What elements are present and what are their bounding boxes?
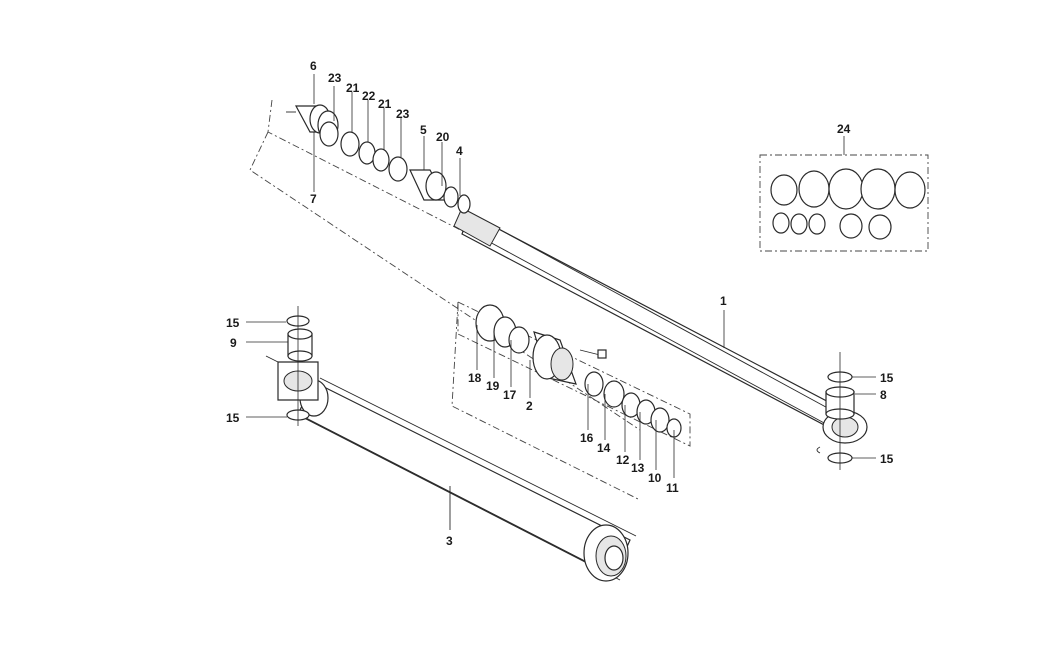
label-8: 8 xyxy=(880,388,887,402)
label-15c: 15 xyxy=(880,371,894,385)
label-21a: 21 xyxy=(346,81,360,95)
label-13: 13 xyxy=(631,461,645,475)
label-19: 19 xyxy=(486,379,500,393)
label-15b: 15 xyxy=(226,411,240,425)
label-20: 20 xyxy=(436,130,450,144)
label-2: 2 xyxy=(526,399,533,413)
label-15a: 15 xyxy=(226,316,240,330)
label-1: 1 xyxy=(720,294,727,308)
label-5: 5 xyxy=(420,123,427,137)
label-16: 16 xyxy=(580,431,594,445)
label-9: 9 xyxy=(230,336,237,350)
label-7: 7 xyxy=(310,192,317,206)
piston-parts xyxy=(475,304,682,438)
rod-seals xyxy=(286,104,471,214)
label-14: 14 xyxy=(597,441,611,455)
label-6: 6 xyxy=(310,59,317,73)
barrel-eye xyxy=(265,306,319,426)
label-24: 24 xyxy=(837,122,851,136)
label-15d: 15 xyxy=(880,452,894,466)
rod-eye xyxy=(816,386,868,454)
label-17: 17 xyxy=(503,388,517,402)
label-18: 18 xyxy=(468,371,482,385)
label-22: 22 xyxy=(362,89,376,103)
label-12: 12 xyxy=(616,453,630,467)
label-23b: 23 xyxy=(396,107,410,121)
piston-kit-outline xyxy=(451,301,691,501)
barrel-head xyxy=(583,524,629,582)
seal-kit-box xyxy=(759,136,929,252)
label-3: 3 xyxy=(446,534,453,548)
piston-leaders xyxy=(476,325,675,478)
label-10: 10 xyxy=(648,471,662,485)
label-21b: 21 xyxy=(378,97,392,111)
rod-seal-kit-outline xyxy=(249,99,641,431)
top-leaders xyxy=(313,74,725,348)
label-23a: 23 xyxy=(328,71,342,85)
label-11: 11 xyxy=(666,481,679,495)
right-leaders xyxy=(852,376,876,459)
rod-eye-washers xyxy=(827,352,853,470)
left-leaders xyxy=(246,321,288,418)
label-4: 4 xyxy=(456,144,463,158)
